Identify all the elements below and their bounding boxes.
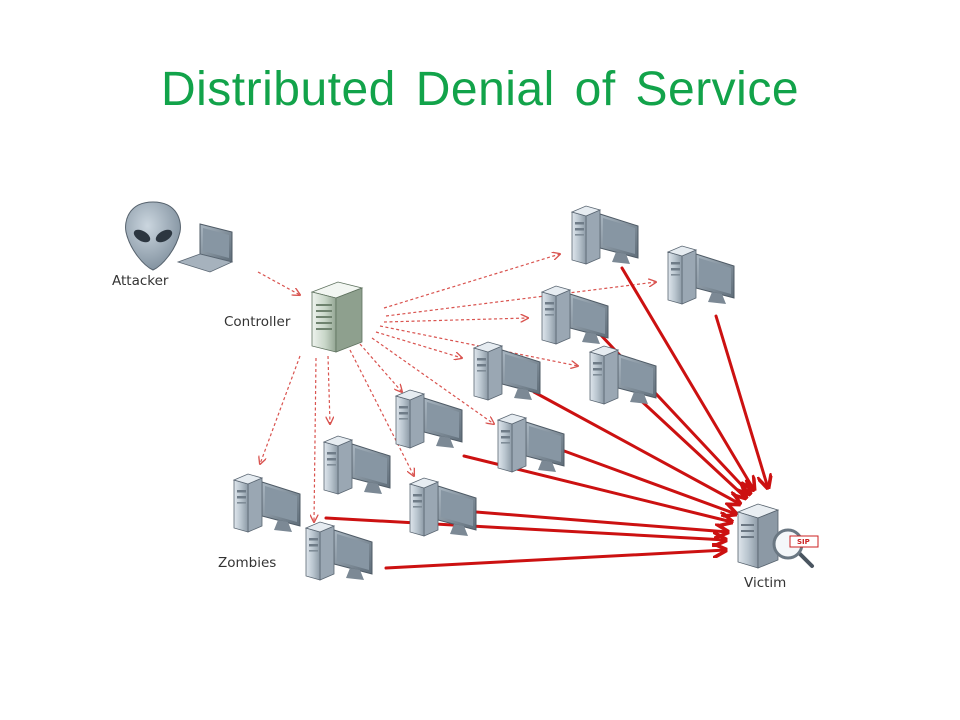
command-arrow: [349, 349, 414, 476]
desktop-computer-icon: [589, 345, 657, 405]
desktop-computer-icon: [497, 413, 565, 473]
attack-arrow: [554, 446, 736, 514]
command-arrow: [260, 355, 301, 464]
attacker-label: Attacker: [112, 273, 169, 289]
sip-label: SIP: [797, 538, 810, 546]
desktop-computer-icon: [541, 285, 609, 345]
slide-title: Distributed Denial of Service: [160, 63, 800, 116]
zombies-label: Zombies: [218, 555, 276, 571]
command-arrow: [383, 318, 528, 323]
server-tower-icon: [310, 281, 364, 353]
attack-arrow: [532, 390, 740, 504]
alien-icon: [125, 201, 181, 271]
laptop-icon: [176, 223, 234, 273]
attack-arrows: [324, 266, 768, 570]
desktop-computer-icon: [233, 473, 301, 533]
attack-arrow: [474, 510, 728, 532]
attack-arrow: [324, 516, 726, 540]
command-arrow: [314, 357, 316, 522]
command-arrow: [371, 337, 494, 424]
victim-label: Victim: [744, 575, 786, 591]
attack-arrow: [384, 550, 726, 570]
command-arrow: [383, 254, 560, 309]
command-arrow: [328, 355, 330, 424]
desktop-computer-icon: [571, 205, 639, 265]
attack-arrow: [714, 314, 768, 488]
server-tower-icon: [736, 503, 780, 569]
attack-arrow: [634, 394, 746, 498]
desktop-computer-icon: [323, 435, 391, 495]
command-arrow: [375, 331, 462, 358]
attack-arrow: [620, 266, 754, 490]
magnifier-icon: [772, 528, 814, 568]
desktop-computer-icon: [409, 477, 477, 537]
sip-badge: SIP: [789, 535, 819, 548]
victim-node: SIP Victim: [736, 503, 819, 591]
desktop-computer-icon: [305, 521, 373, 581]
attacker-node: Attacker: [112, 201, 234, 289]
command-arrow: [359, 343, 402, 392]
zombie-computers: Zombies: [218, 205, 735, 581]
desktop-computer-icon: [667, 245, 735, 305]
controller-label: Controller: [224, 314, 291, 330]
desktop-computer-icon: [395, 389, 463, 449]
controller-node: Controller: [224, 281, 364, 353]
command-arrow: [385, 282, 656, 317]
attacker-to-controller-arrow: [257, 271, 300, 295]
desktop-computer-icon: [473, 341, 541, 401]
